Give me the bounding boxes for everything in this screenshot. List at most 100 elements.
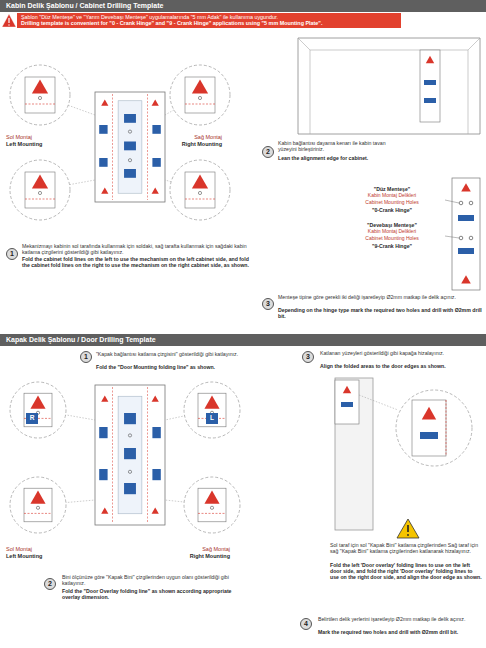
template-detail [185,77,215,113]
template-panel [118,396,142,514]
instruction-text: Belirtilen delik yerlerini işaretleyip Ø… [318,616,484,622]
red-arrow [30,490,45,503]
drill-hole [128,434,131,437]
warning-mark [407,534,409,536]
drill-hole [459,201,463,205]
drill-hole [128,159,131,162]
hinge-type: "0-Crank Hinge" [340,207,444,213]
instruction-text: Mekanizmayı kabinin sol tarafında kullan… [22,243,257,255]
instruction-text: Fold the "Door Overlay folding line" as … [62,588,232,600]
red-arrow [101,99,108,105]
template-sheet [95,385,165,525]
warning-mark [8,24,9,25]
instruction-text: Kabin bağlantısı dayama kenarı ile kabin… [278,140,398,152]
template-mark [152,125,160,134]
side-mark [26,413,38,424]
fold-line [112,94,113,200]
drill-hole [36,506,39,509]
fold-line [198,513,226,514]
mount-side: Right Mounting [142,141,222,147]
red-arrow [152,187,159,193]
red-arrow [32,174,48,188]
hinge-type: "9-Crank Hinge" [340,243,444,249]
red-arrow [152,507,159,513]
template-mark [99,158,107,167]
instruction-text: Fold the cabinet fold lines on the left … [22,256,257,268]
fold-line [185,199,215,200]
mount-side: Left Mounting [6,553,86,559]
detail-circle [396,390,472,466]
cabinet-outline [298,38,480,134]
red-arrow [30,395,45,408]
template-detail [198,488,226,522]
step-number: 2 [44,578,56,590]
hinge-type: "Devebaşı Menteşe" [340,222,444,228]
leader-line [445,236,459,238]
step-number: 3 [262,298,274,310]
red-arrow [422,407,436,420]
template-mark [458,248,474,254]
instruction-text: Depending on the hinge type mark the req… [278,307,483,319]
step-number-text: 3 [266,300,270,308]
instruction-text: Fold the "Door Mounting folding line" as… [96,364,296,370]
template-mark [420,432,438,439]
fold-line [112,387,113,523]
section-band: Kapak Delik Şablonu / Door Drilling Temp… [0,334,486,346]
template-mark [124,448,136,459]
heading-text: Kapak Delik Şablonu / Door Drilling Temp… [6,336,480,344]
step-number: 4 [300,618,312,630]
red-arrow [32,79,48,93]
template-detail [24,488,52,522]
instruction-text: Lean the alignment edge for cabinet. [278,155,398,161]
red-arrow [461,183,471,191]
step-number-text: 3 [306,353,310,361]
warning-text: Sol taraf için sol "Kapak Bini" katlama … [330,542,482,554]
detail-circle [170,65,230,125]
template-mark [424,80,436,85]
template-mark [124,142,136,151]
red-arrow [152,395,159,401]
instruction-text: Mark the required two holes and drill wi… [318,629,484,635]
red-arrow [343,386,351,393]
step-number-text: 4 [304,620,308,628]
template-mark [458,215,474,221]
drill-hole [198,96,201,99]
drill-hole [38,191,41,194]
template-on-door [335,380,359,424]
instruction-text: Menteşe tipine göre gerekli iki deliği i… [278,294,483,300]
heading-text: Kabin Delik Şablonu / Cabinet Drilling T… [6,2,480,10]
warning-text: Fold the left 'Door overlay' folding lin… [330,562,482,580]
drill-hole [128,470,131,473]
step-number: 1 [80,351,92,363]
hole-label: Kabin Montaj Delikleri [340,193,444,199]
detail-circle [184,382,240,438]
template-detail [24,393,52,427]
mount-side: Sağ Montaj [150,546,230,552]
red-arrow [192,174,208,188]
warning-bar: Şablon "Düz Menteşe" ve "Yarım Devebaşı … [17,13,401,28]
step-number-text: 1 [10,250,14,258]
leader-line [359,395,398,410]
warning-icon [2,14,16,27]
fold-line [147,94,148,200]
warning-icon [397,519,419,538]
template-sheet [95,92,165,202]
template-detail [185,172,215,208]
red-arrow [461,275,471,283]
template-panel [118,101,142,193]
mount-side: Right Mounting [150,553,230,559]
side-letter: R [26,414,38,422]
mount-side: Left Mounting [6,141,86,147]
red-arrow [152,99,159,105]
fold-line [24,513,52,514]
hole-label: Cabinet Mounting Holes [340,200,444,206]
detail-circle [10,477,66,533]
step-number: 3 [302,351,314,363]
instruction-text: "Kapak bağlantısı katlama çizgisini" gös… [96,351,296,357]
instruction-text: Bini ölçünüze göre "Kapak Bini" çizgiler… [62,574,232,586]
template-mark [99,125,107,134]
leader-line [445,200,459,203]
section-band: Kabin Delik Şablonu / Cabinet Drilling T… [0,0,486,12]
drilling-template [95,92,165,202]
